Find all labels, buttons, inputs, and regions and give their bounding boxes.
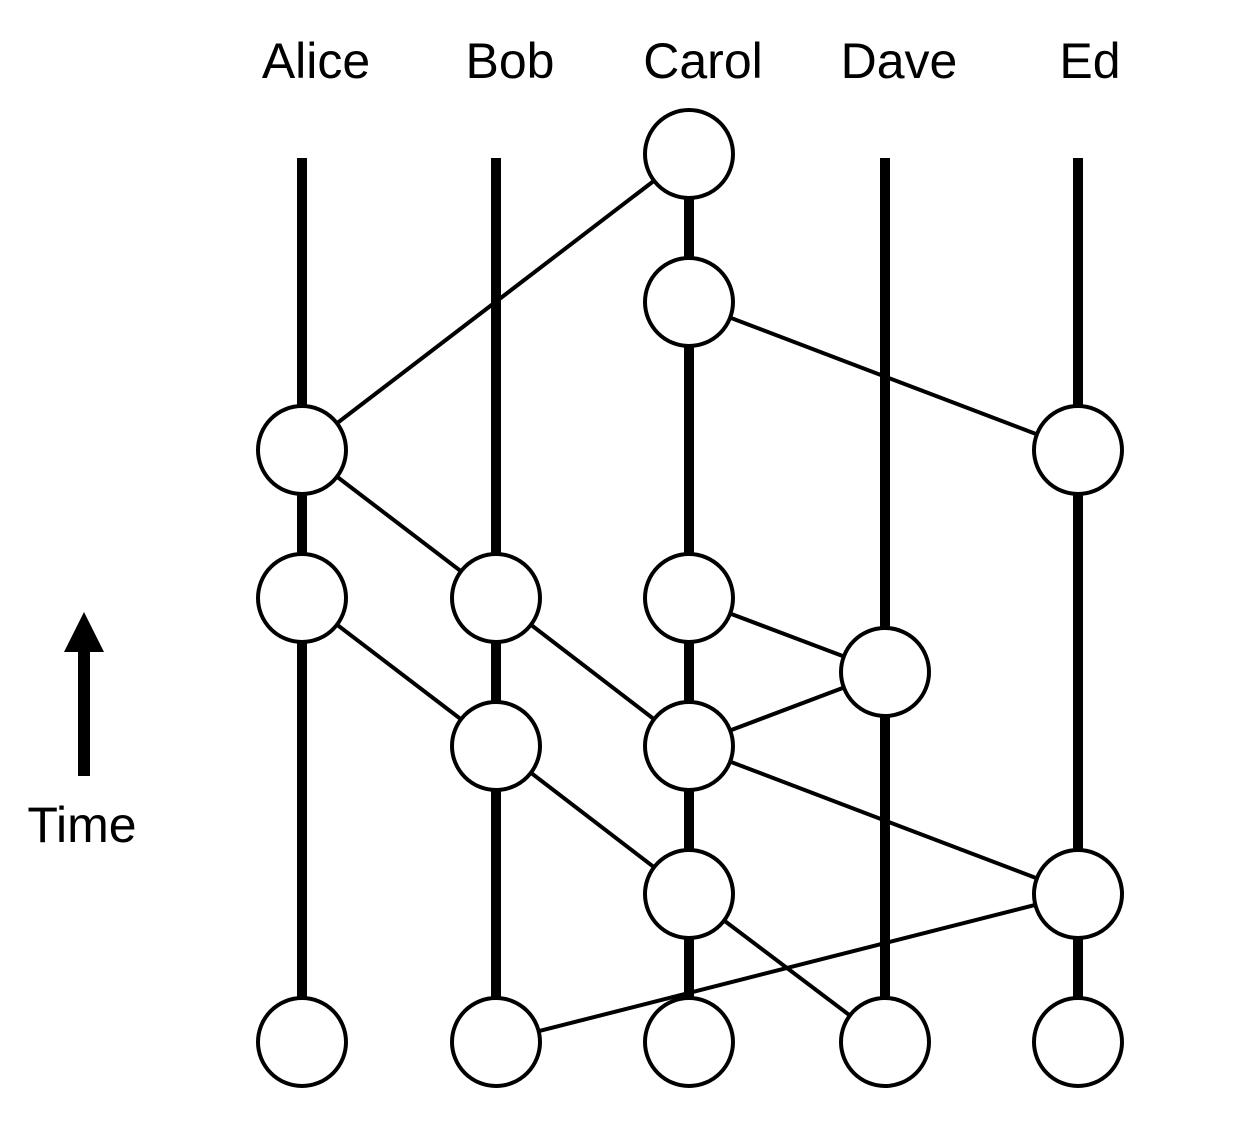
event-node-c3	[643, 700, 735, 792]
edge-a3-c6	[300, 152, 691, 452]
participant-headers: Alice Bob Carol Dave Ed	[262, 33, 1121, 89]
event-node-a2	[256, 552, 348, 644]
time-arrow-head-icon	[64, 612, 104, 652]
participant-label-carol: Carol	[643, 33, 762, 89]
edge-c3-e2	[688, 744, 1079, 896]
time-axis-label: Time	[27, 797, 136, 853]
time-axis: Time	[27, 612, 137, 853]
event-node-b3	[450, 552, 542, 644]
participant-label-bob: Bob	[466, 33, 555, 89]
event-node-c2	[643, 848, 735, 940]
event-node-e3	[1032, 404, 1124, 496]
event-node-c4	[643, 552, 735, 644]
event-node-d2	[839, 626, 931, 718]
event-node-e2	[1032, 848, 1124, 940]
event-node-a1	[256, 996, 348, 1088]
participant-label-alice: Alice	[262, 33, 370, 89]
event-node-d1	[839, 996, 931, 1088]
event-node-c6	[643, 108, 735, 200]
event-node-a3	[256, 404, 348, 496]
event-node-c1	[643, 996, 735, 1088]
participant-label-dave: Dave	[841, 33, 958, 89]
event-node-b2	[450, 700, 542, 792]
edge-c5-e3	[688, 300, 1079, 452]
participant-label-ed: Ed	[1059, 33, 1120, 89]
event-node-e1	[1032, 996, 1124, 1088]
event-nodes	[256, 108, 1124, 1088]
edge-e2-b1	[495, 892, 1079, 1044]
event-node-b1	[450, 996, 542, 1088]
event-node-c5	[643, 256, 735, 348]
